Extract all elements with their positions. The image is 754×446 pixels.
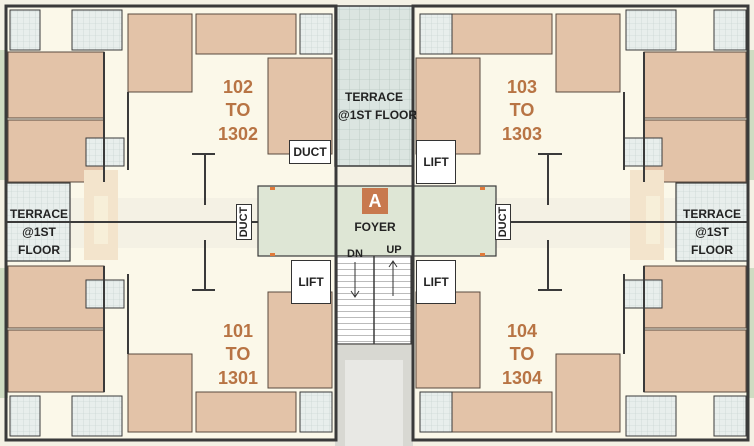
terrace-top: [334, 5, 414, 167]
lift-bottom-left: LIFT: [291, 260, 331, 304]
terrace-top-label: TERRACE@1ST FLOOR: [338, 90, 418, 122]
duct-top: DUCT: [289, 140, 331, 164]
stair-up-label: UP: [386, 244, 402, 256]
lift-top-right: LIFT: [416, 140, 456, 184]
foyer-badge: A: [362, 188, 388, 214]
duct-left: DUCT: [236, 204, 252, 240]
foyer-label: FOYER: [354, 220, 396, 234]
lift-bottom-right: LIFT: [416, 260, 456, 304]
stair-down-label: DN: [347, 248, 363, 260]
duct-right: DUCT: [495, 204, 511, 240]
